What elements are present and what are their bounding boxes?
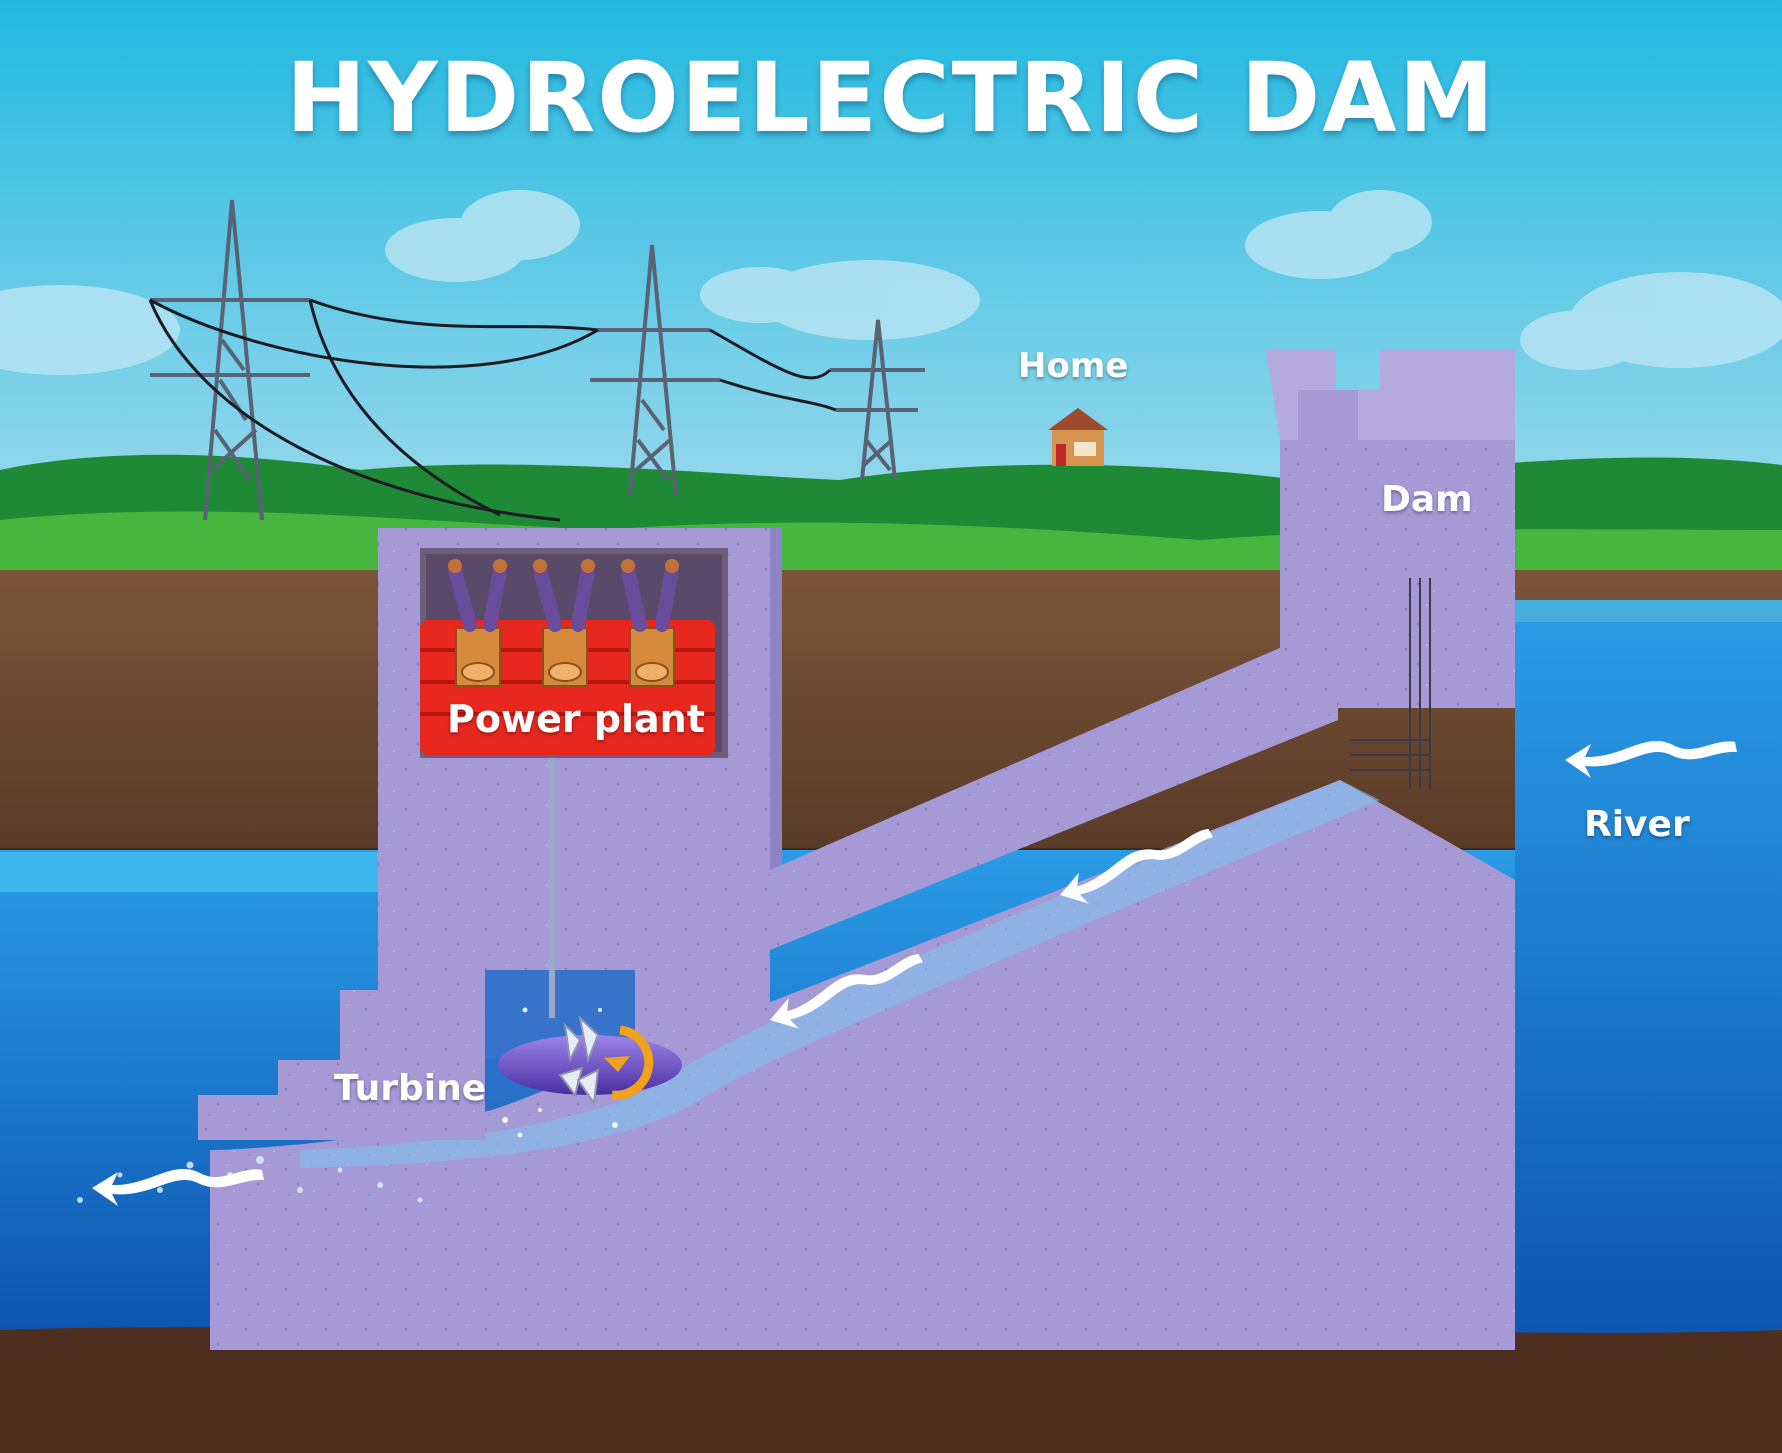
river-bed bbox=[0, 1327, 1782, 1453]
river-surface bbox=[1515, 600, 1782, 625]
home-house bbox=[1048, 408, 1108, 466]
home-label: Home bbox=[1018, 346, 1129, 386]
turbine-unit bbox=[498, 1007, 682, 1138]
river-water bbox=[1515, 622, 1782, 1342]
clouds bbox=[0, 190, 1782, 375]
turbine-label: Turbine bbox=[334, 1068, 487, 1109]
power-plant-label: Power plant bbox=[447, 697, 705, 741]
generator bbox=[420, 559, 715, 755]
power-cables bbox=[148, 298, 837, 522]
dam-structure bbox=[198, 350, 1515, 1350]
dam-label: Dam bbox=[1381, 479, 1473, 520]
diagram-title: HYDROELECTRIC DAM bbox=[285, 42, 1497, 154]
outflow-bubbles bbox=[77, 1156, 423, 1203]
generator-shaft bbox=[549, 758, 555, 1018]
pylons bbox=[150, 199, 925, 521]
river-label: River bbox=[1584, 804, 1690, 845]
